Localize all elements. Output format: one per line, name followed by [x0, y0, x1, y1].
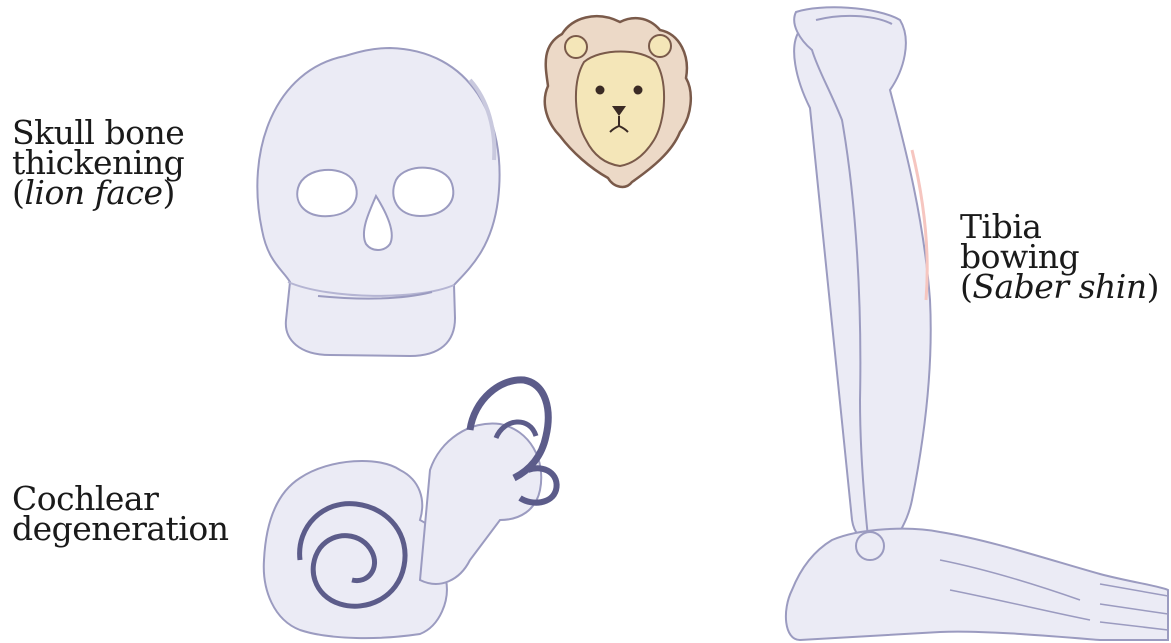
tibia-label: Tibia bowing (Saber shin) [960, 212, 1159, 302]
lion-face-icon [545, 16, 691, 187]
skull-icon [257, 48, 499, 356]
skull-label-line3: (lion face) [12, 178, 184, 208]
inner-ear-icon [264, 380, 557, 638]
cochlea-label: Cochlear degeneration [12, 484, 228, 544]
skull-label-italic: lion face [24, 173, 162, 212]
tibia-label-italic: Saber shin [972, 267, 1146, 306]
tibia-label-line3: (Saber shin) [960, 272, 1159, 302]
skull-label: Skull bone thickening (lion face) [12, 118, 184, 208]
leg-bones-icon [786, 7, 1168, 640]
cochlea-label-line2: degeneration [12, 514, 228, 544]
